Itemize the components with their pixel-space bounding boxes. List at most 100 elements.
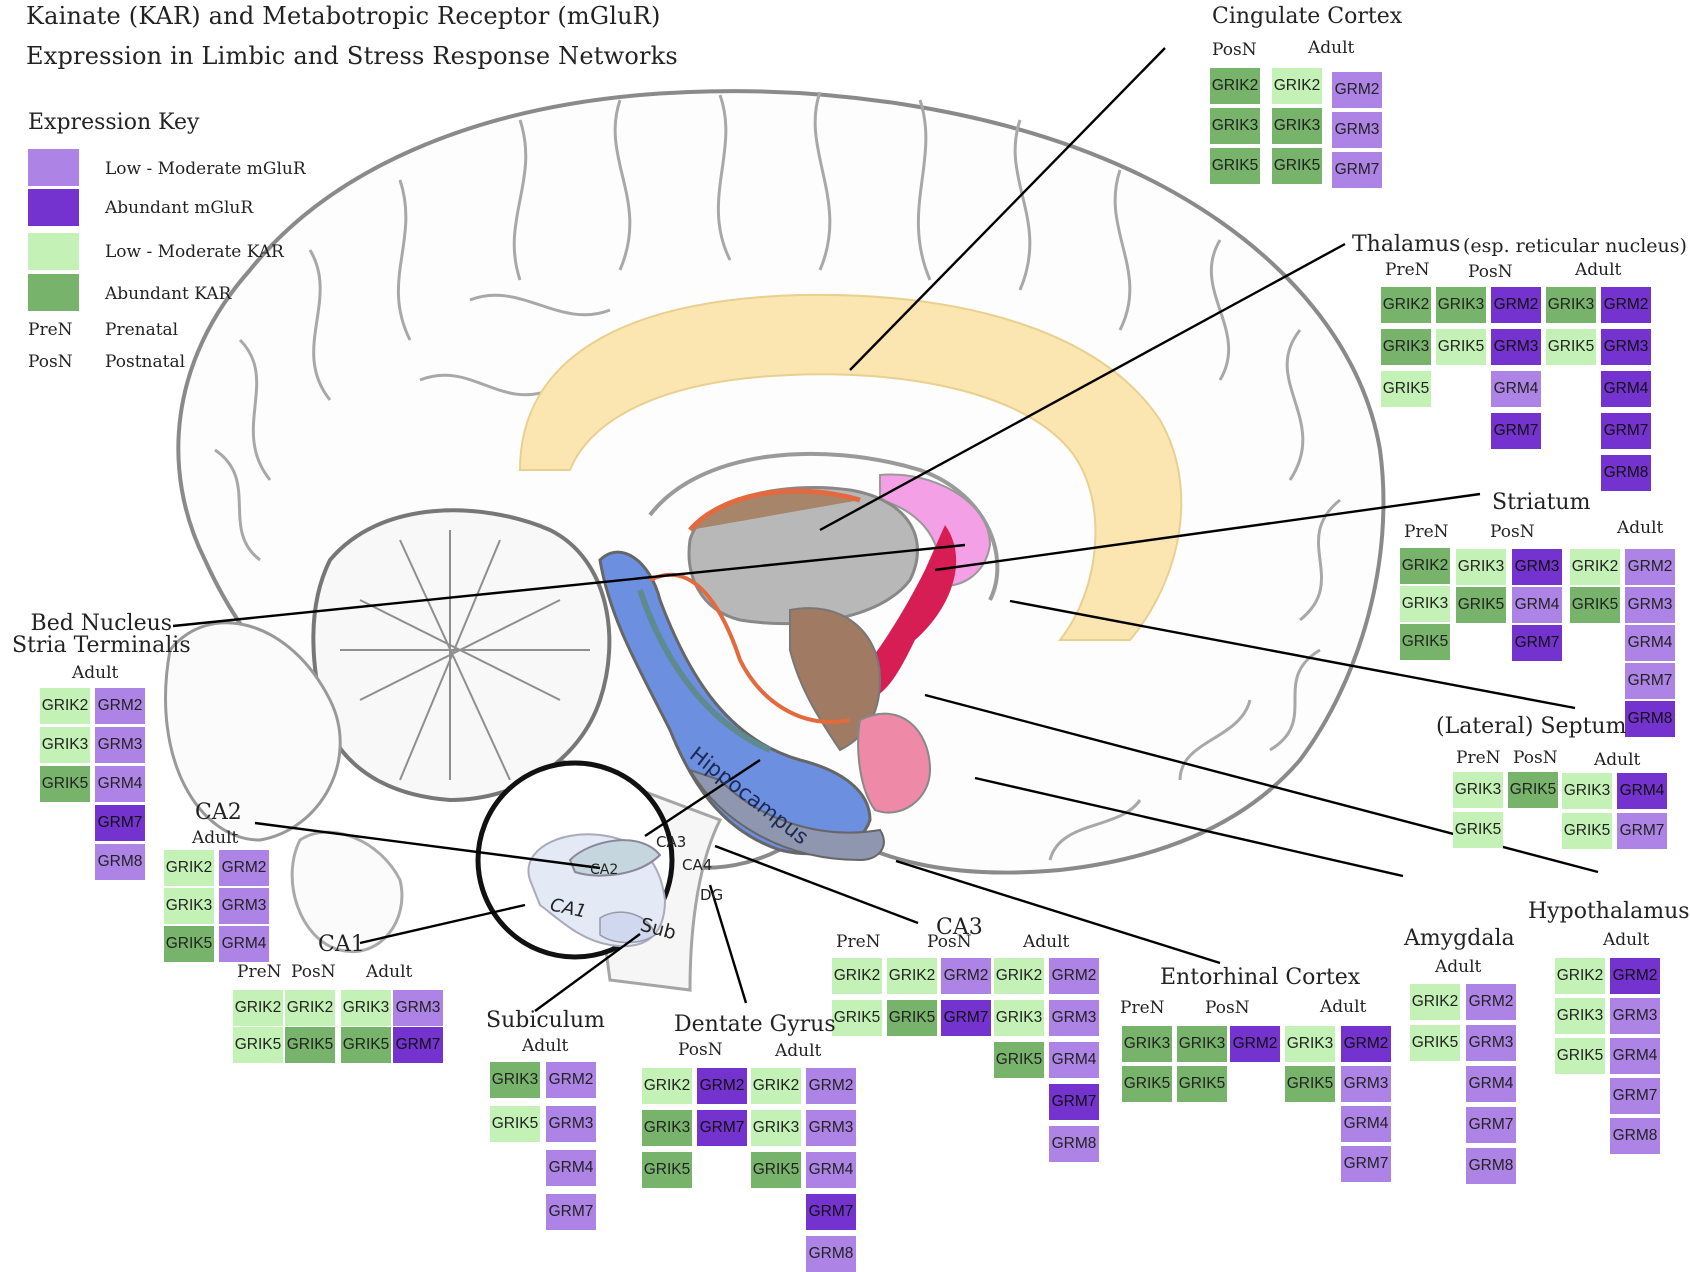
inset-label-dg: DG	[700, 886, 723, 904]
gene-cell-cingulate-grik2: GRIK2	[1210, 68, 1260, 104]
gene-cell-striatum-grik3: GRIK3	[1400, 586, 1450, 622]
figure-title-line2: Expression in Limbic and Stress Response…	[26, 42, 678, 70]
gene-cell-dentate-grm2: GRM2	[806, 1068, 856, 1104]
gene-cell-ca1-grm7: GRM7	[393, 1027, 443, 1063]
gene-cell-ca3-grik5: GRIK5	[994, 1042, 1044, 1078]
col-header-striatum-pren: PreN	[1404, 522, 1449, 542]
gene-cell-subiculum-grm2: GRM2	[546, 1062, 596, 1098]
region-title-entorhinal: Entorhinal Cortex	[1160, 965, 1360, 990]
gene-cell-hypothalamus-grm3: GRM3	[1610, 998, 1660, 1034]
gene-cell-amygdala-grm2: GRM2	[1466, 984, 1516, 1020]
gene-cell-ca3-grm2: GRM2	[1049, 958, 1099, 994]
gene-cell-dentate-grm4: GRM4	[806, 1152, 856, 1188]
region-title-ca2: CA2	[195, 800, 242, 825]
region-note-thalamus: (esp. reticular nucleus)	[1463, 235, 1687, 257]
gene-cell-amygdala-grm8: GRM8	[1466, 1148, 1516, 1184]
gene-cell-ca3-grm8: GRM8	[1049, 1126, 1099, 1162]
gene-cell-cingulate-grik5: GRIK5	[1210, 148, 1260, 184]
cerebellum	[313, 510, 609, 800]
gene-cell-hypothalamus-grm8: GRM8	[1610, 1118, 1660, 1154]
gene-cell-striatum-grm2: GRM2	[1625, 549, 1675, 585]
gene-cell-hypothalamus-grm4: GRM4	[1610, 1038, 1660, 1074]
gene-cell-thalamus-grm3: GRM3	[1601, 329, 1651, 365]
col-header-thalamus-adult: Adult	[1575, 260, 1621, 280]
gene-cell-thalamus-grm2: GRM2	[1601, 287, 1651, 323]
gene-cell-thalamus-grm4: GRM4	[1601, 371, 1651, 407]
gene-cell-striatum-grik5: GRIK5	[1400, 624, 1450, 660]
gene-cell-ca1-grik5: GRIK5	[341, 1027, 391, 1063]
gene-cell-ca2-grm2: GRM2	[219, 850, 269, 886]
key-swatch-low-mglur	[28, 149, 79, 186]
region-title-striatum: Striatum	[1492, 490, 1590, 515]
gene-cell-thalamus-grm8: GRM8	[1601, 455, 1651, 491]
gene-cell-dentate-grm8: GRM8	[806, 1236, 856, 1272]
gene-cell-thalamus-grik5: GRIK5	[1381, 371, 1431, 407]
gene-cell-ca3-grm7: GRM7	[941, 1000, 991, 1036]
gene-cell-septum-grik5: GRIK5	[1453, 812, 1503, 848]
key-label-low-mglur: Low - Moderate mGluR	[105, 159, 306, 179]
gene-cell-cingulate-grm7: GRM7	[1332, 152, 1382, 188]
gene-cell-entorhinal-grik5: GRIK5	[1122, 1066, 1172, 1102]
col-header-entorhinal-posn: PosN	[1205, 998, 1250, 1018]
gene-cell-bnst-grik3: GRIK3	[40, 727, 90, 763]
region-title-hypothalamus: Hypothalamus	[1528, 899, 1690, 924]
col-header-entorhinal-pren: PreN	[1120, 998, 1165, 1018]
gene-cell-dentate-grik5: GRIK5	[642, 1152, 692, 1188]
gene-cell-ca3-grik5: GRIK5	[887, 1000, 937, 1036]
col-header-ca2-adult: Adult	[192, 828, 238, 848]
col-header-bnst-adult: Adult	[72, 663, 118, 683]
gene-cell-dentate-grik2: GRIK2	[751, 1068, 801, 1104]
col-header-entorhinal-adult: Adult	[1320, 997, 1366, 1017]
gene-cell-subiculum-grm3: GRM3	[546, 1106, 596, 1142]
key-abbr-posn: PosN	[28, 352, 73, 372]
key-swatch-abundant-kar	[28, 274, 79, 311]
col-header-septum-pren: PreN	[1456, 748, 1501, 768]
inset-label-ca4: CA4	[682, 856, 712, 874]
gene-cell-bnst-grm4: GRM4	[95, 766, 145, 802]
gene-cell-ca3-grm7: GRM7	[1049, 1084, 1099, 1120]
gene-cell-ca3-grik3: GRIK3	[994, 1000, 1044, 1036]
col-header-ca3-pren: PreN	[836, 932, 881, 952]
inset-label-ca3: CA3	[656, 833, 686, 851]
gene-cell-septum-grm7: GRM7	[1617, 813, 1667, 849]
gene-cell-thalamus-grm7: GRM7	[1601, 413, 1651, 449]
col-header-dentate-posn: PosN	[678, 1040, 723, 1060]
gene-cell-ca2-grm4: GRM4	[219, 926, 269, 962]
gene-cell-ca1-grik2: GRIK2	[285, 990, 335, 1026]
gene-cell-ca3-grik2: GRIK2	[994, 958, 1044, 994]
gene-cell-thalamus-grm2: GRM2	[1491, 287, 1541, 323]
region-title-subiculum: Subiculum	[486, 1008, 605, 1033]
gene-cell-striatum-grm4: GRM4	[1625, 625, 1675, 661]
gene-cell-amygdala-grm3: GRM3	[1466, 1025, 1516, 1061]
gene-cell-thalamus-grm7: GRM7	[1491, 413, 1541, 449]
gene-cell-striatum-grm3: GRM3	[1512, 549, 1562, 585]
gene-cell-ca2-grm3: GRM3	[219, 888, 269, 924]
gene-cell-ca2-grik3: GRIK3	[164, 888, 214, 924]
col-header-septum-posn: PosN	[1513, 748, 1558, 768]
gene-cell-bnst-grm8: GRM8	[95, 844, 145, 880]
gene-cell-bnst-grik2: GRIK2	[40, 688, 90, 724]
gene-cell-subiculum-grik5: GRIK5	[490, 1106, 540, 1142]
gene-cell-hypothalamus-grm2: GRM2	[1610, 958, 1660, 994]
region-title-amygdala: Amygdala	[1404, 926, 1515, 951]
col-header-amygdala-adult: Adult	[1435, 957, 1481, 977]
gene-cell-bnst-grik5: GRIK5	[40, 766, 90, 802]
gene-cell-ca3-grik2: GRIK2	[887, 958, 937, 994]
gene-cell-septum-grik5: GRIK5	[1508, 772, 1558, 808]
gene-cell-cingulate-grik3: GRIK3	[1272, 108, 1322, 144]
key-abbr-posn-meaning: Postnatal	[105, 352, 185, 372]
gene-cell-ca1-grm3: GRM3	[393, 990, 443, 1026]
gene-cell-striatum-grik2: GRIK2	[1570, 549, 1620, 585]
gene-cell-dentate-grik3: GRIK3	[642, 1110, 692, 1146]
gene-cell-entorhinal-grm3: GRM3	[1341, 1066, 1391, 1102]
col-header-ca1-pren: PreN	[237, 962, 282, 982]
gene-cell-entorhinal-grm7: GRM7	[1341, 1146, 1391, 1182]
gene-cell-hypothalamus-grik5: GRIK5	[1555, 1038, 1605, 1074]
key-abbr-pren: PreN	[28, 320, 73, 340]
col-header-ca1-posn: PosN	[291, 962, 336, 982]
gene-cell-dentate-grik2: GRIK2	[642, 1068, 692, 1104]
gene-cell-cingulate-grik2: GRIK2	[1272, 68, 1322, 104]
key-label-low-kar: Low - Moderate KAR	[105, 242, 284, 262]
gene-cell-bnst-grm7: GRM7	[95, 805, 145, 841]
gene-cell-striatum-grik3: GRIK3	[1456, 549, 1506, 585]
